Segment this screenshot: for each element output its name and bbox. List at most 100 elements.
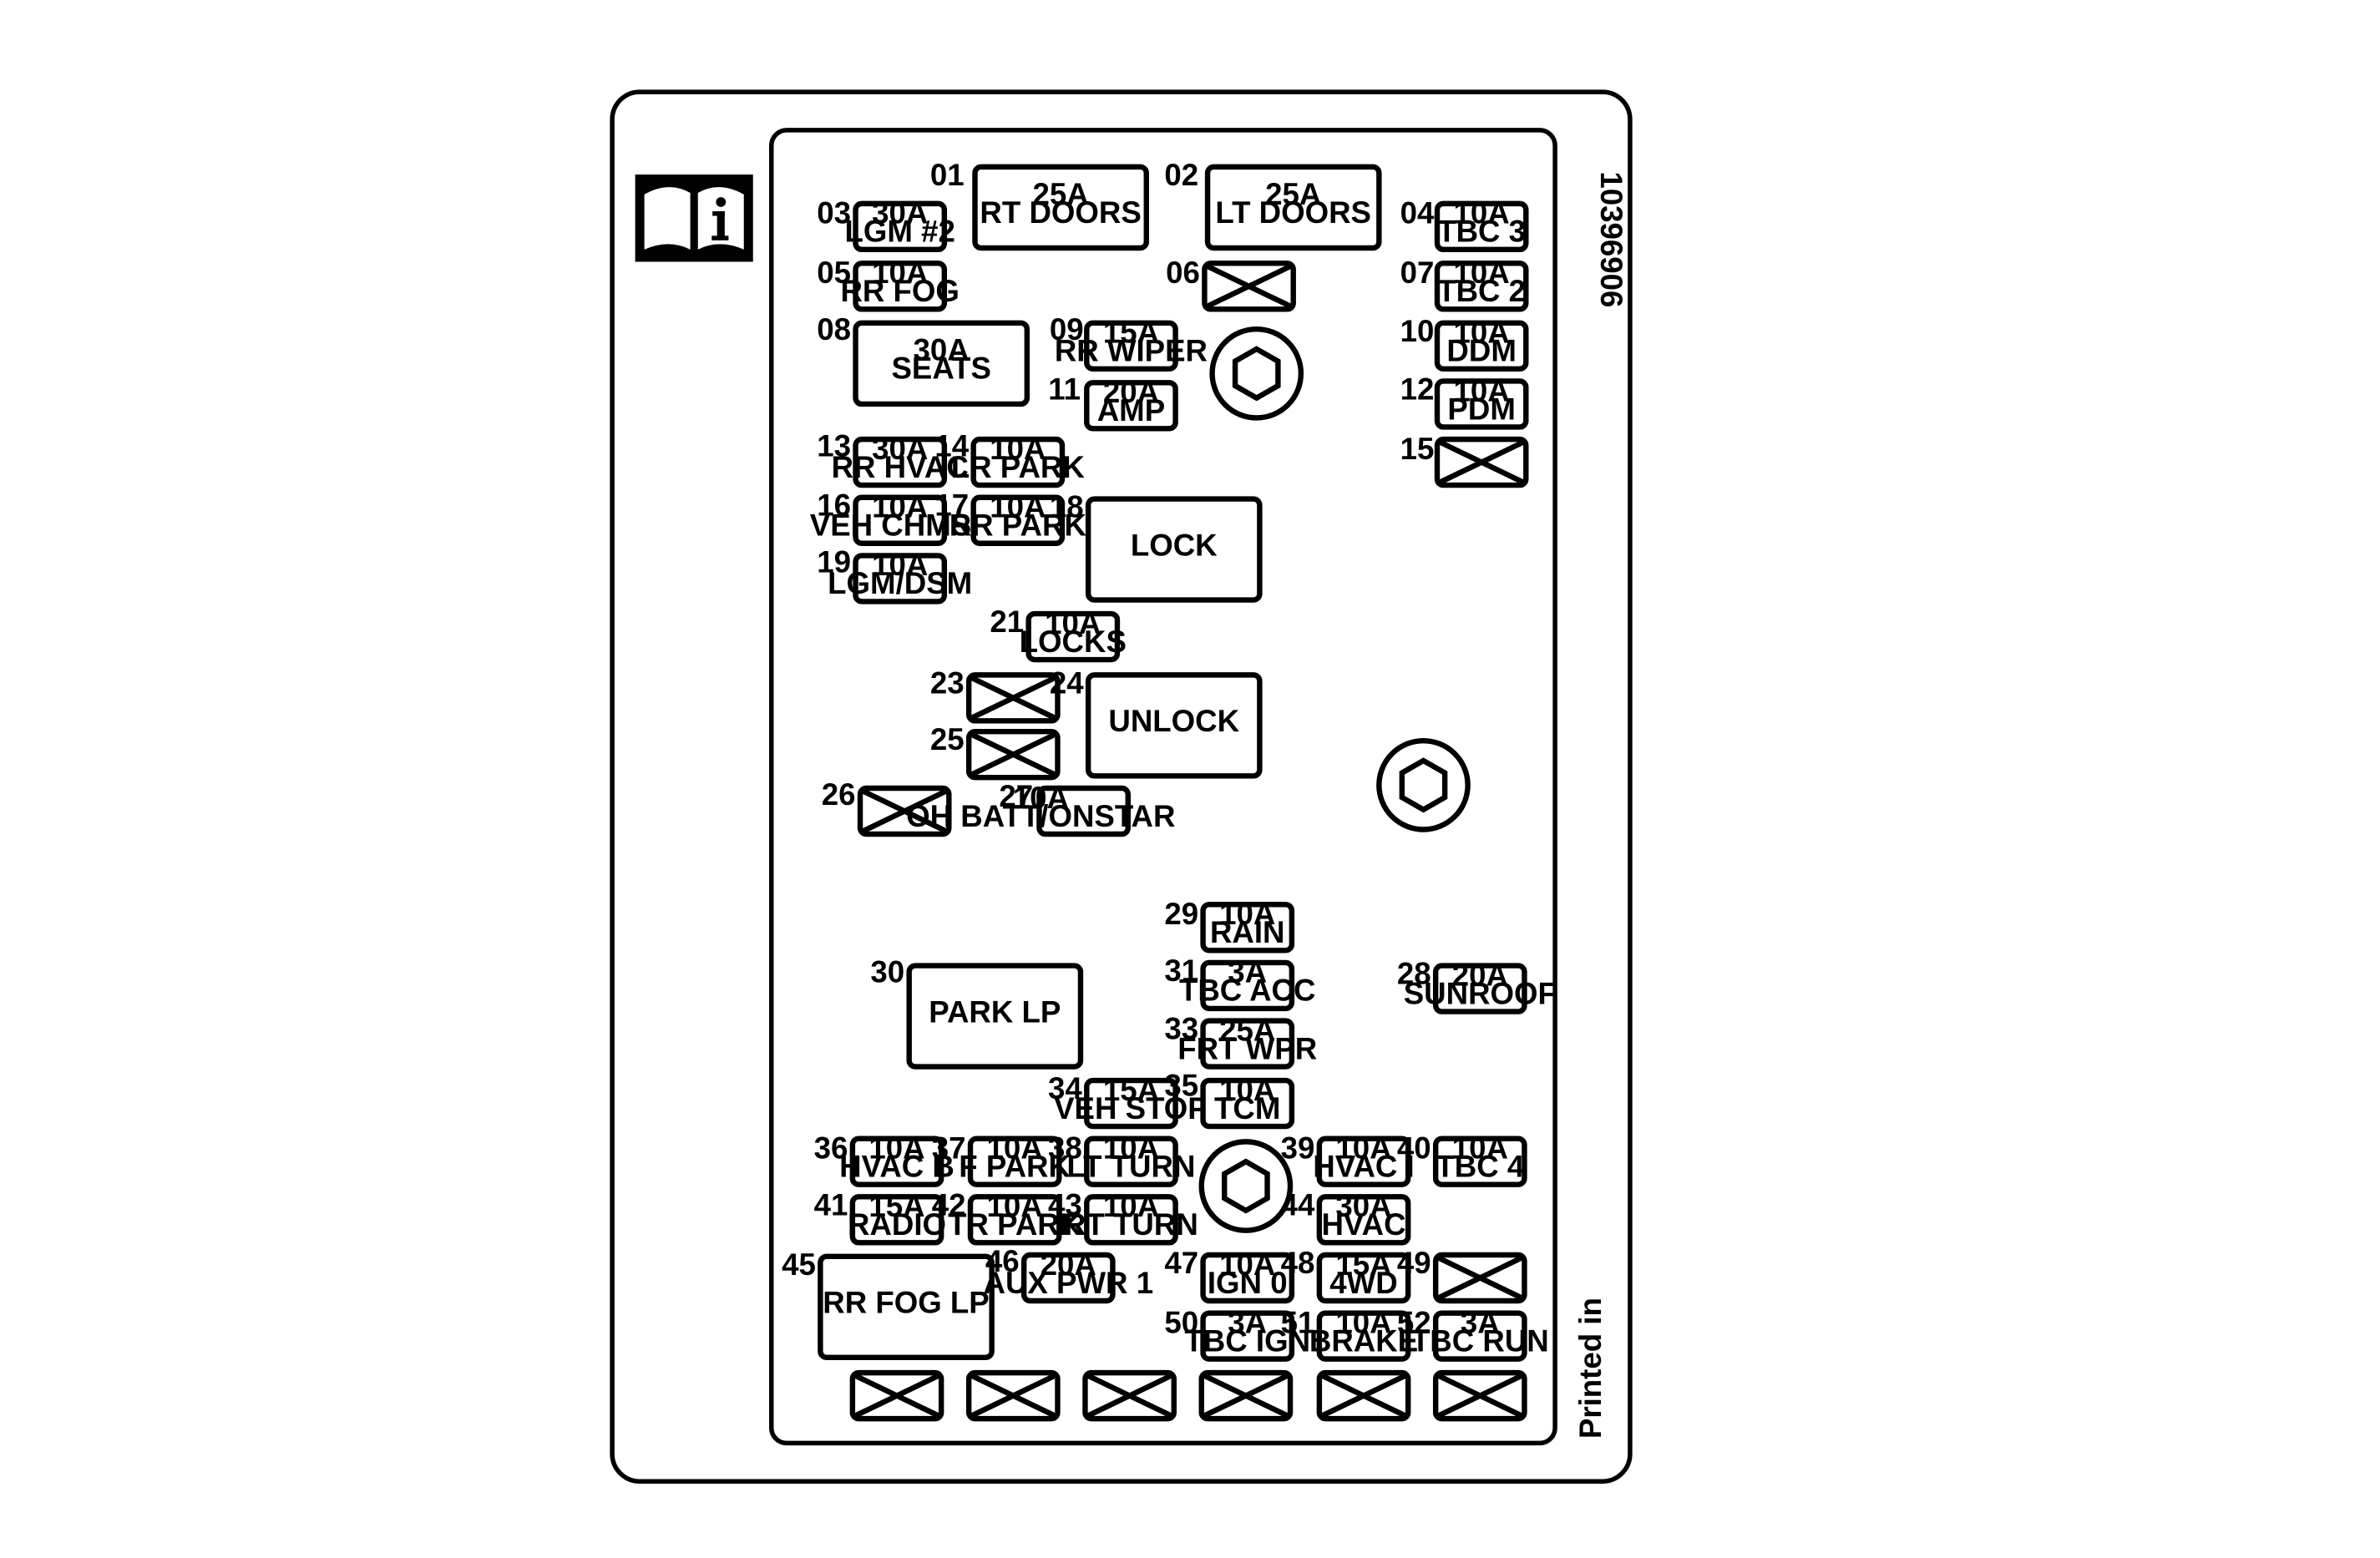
fuse-outline xyxy=(970,436,1066,488)
fuse-label: RR FOG LP xyxy=(823,1286,989,1320)
fuse-outline xyxy=(967,1136,1062,1187)
fuse-rating: 30A xyxy=(872,432,928,466)
fuse-label: RT TURN xyxy=(1064,1207,1198,1242)
fuse-outline xyxy=(853,494,948,546)
fuse-rating: 30A xyxy=(1335,1189,1391,1223)
fuse-number: 34 xyxy=(1048,1071,1082,1105)
empty-slot-x-icon xyxy=(854,1373,939,1419)
fuse-label: LT DOORS xyxy=(1215,195,1371,230)
empty-slot-x-icon xyxy=(1203,1373,1289,1419)
fuse-label: BRAKE xyxy=(1309,1323,1418,1358)
fuse-number: 48 xyxy=(1281,1246,1315,1280)
fuse-rating: 10A xyxy=(1452,1131,1508,1166)
fuse-outline xyxy=(1316,1310,1411,1362)
fuse-label: SEATS xyxy=(891,352,990,386)
fuse-label: RT DOORS xyxy=(980,195,1141,230)
fuse-number: 28 xyxy=(1397,957,1431,991)
fuse-outline xyxy=(818,1253,995,1361)
fuse-outline xyxy=(972,164,1149,251)
fuse-number: 45 xyxy=(782,1247,816,1282)
fuse-rating: 10A xyxy=(990,432,1046,466)
fuse-rating: 3A xyxy=(1461,1305,1500,1339)
fuse-rating: 10A xyxy=(1013,781,1069,815)
fuse-number: 42 xyxy=(932,1187,966,1222)
fuse-outline xyxy=(1036,785,1131,837)
empty-slot-x-icon xyxy=(1206,264,1292,309)
label-card-outline xyxy=(610,89,1633,1485)
fuse-number: 40 xyxy=(1397,1131,1431,1166)
fuse-number: 13 xyxy=(817,428,851,463)
fuse-outline xyxy=(1084,1194,1178,1246)
part-number: 10396906 xyxy=(1594,171,1628,307)
empty-fuse-slot: 06 xyxy=(1166,255,1296,312)
empty-slot-x-icon xyxy=(970,1373,1056,1419)
fuse-outline xyxy=(906,963,1084,1070)
fuse-rating: 20A xyxy=(1103,375,1159,409)
fuse-rating: 15A xyxy=(868,1189,924,1223)
empty-fuse-slot xyxy=(965,1369,1061,1422)
fuse-label: RR FOG xyxy=(840,274,959,308)
fuse-number: 03 xyxy=(817,196,851,230)
fuse-number: 38 xyxy=(1048,1131,1082,1166)
fuse-label: TBC ACC xyxy=(1179,974,1316,1008)
fuse-number: 16 xyxy=(817,488,851,523)
fuse-label: TBC 4 xyxy=(1436,1150,1524,1184)
empty-fuse-slot xyxy=(1198,1369,1294,1422)
fuse-number: 25 xyxy=(930,722,965,756)
fuse-rating: 10A xyxy=(872,548,928,582)
fuse-number: 29 xyxy=(1164,897,1198,931)
fuse-rating: 10A xyxy=(1045,606,1101,640)
fuse-label: LOCK xyxy=(1131,528,1218,562)
fuse-outline xyxy=(1434,261,1529,312)
fuse-label: TBC IGN xyxy=(1184,1323,1310,1358)
fuse-label: VEH CHMSL xyxy=(810,508,990,543)
fuse-number: 52 xyxy=(1397,1305,1431,1339)
empty-slot-x-icon xyxy=(1086,1373,1172,1419)
fuse-label: TBC 3 xyxy=(1437,215,1526,249)
fuse-label: VEH STOP xyxy=(1054,1091,1208,1126)
fuse-label: PARK LP xyxy=(929,994,1061,1029)
empty-fuse-slot: 25 xyxy=(930,722,1061,781)
fuse-label: TBC RUN xyxy=(1411,1323,1549,1358)
fuse-label: HVAC xyxy=(1321,1207,1405,1242)
fuse-number: 08 xyxy=(817,312,851,347)
empty-fuse-slot xyxy=(849,1369,944,1422)
fuse-number: 35 xyxy=(1164,1068,1198,1102)
fuse-rating: 25A xyxy=(1219,1013,1275,1047)
fuse-label: HVAC B xyxy=(839,1150,955,1184)
fuse-rating: 10A xyxy=(872,490,928,524)
fuse-number: 12 xyxy=(1400,372,1435,406)
fuse-label: LR PARK xyxy=(951,450,1086,484)
fuse-number: 18 xyxy=(1050,490,1084,524)
fuse-number: 43 xyxy=(1048,1187,1082,1222)
empty-slot-x-icon xyxy=(970,675,1056,721)
fuse-outline xyxy=(967,1194,1062,1246)
fuse-rating: 10A xyxy=(868,1131,924,1166)
fuse-label: AUX PWR 1 xyxy=(983,1266,1153,1300)
fuse-outline xyxy=(1085,672,1263,779)
fuse-number: 36 xyxy=(814,1131,848,1166)
fuse-label: RR WIPER xyxy=(1055,334,1208,368)
fuse-number: 50 xyxy=(1164,1305,1198,1339)
fuse-outline xyxy=(1200,959,1295,1012)
fuse-number: 41 xyxy=(814,1187,848,1222)
fuse-number: 39 xyxy=(1281,1131,1315,1166)
